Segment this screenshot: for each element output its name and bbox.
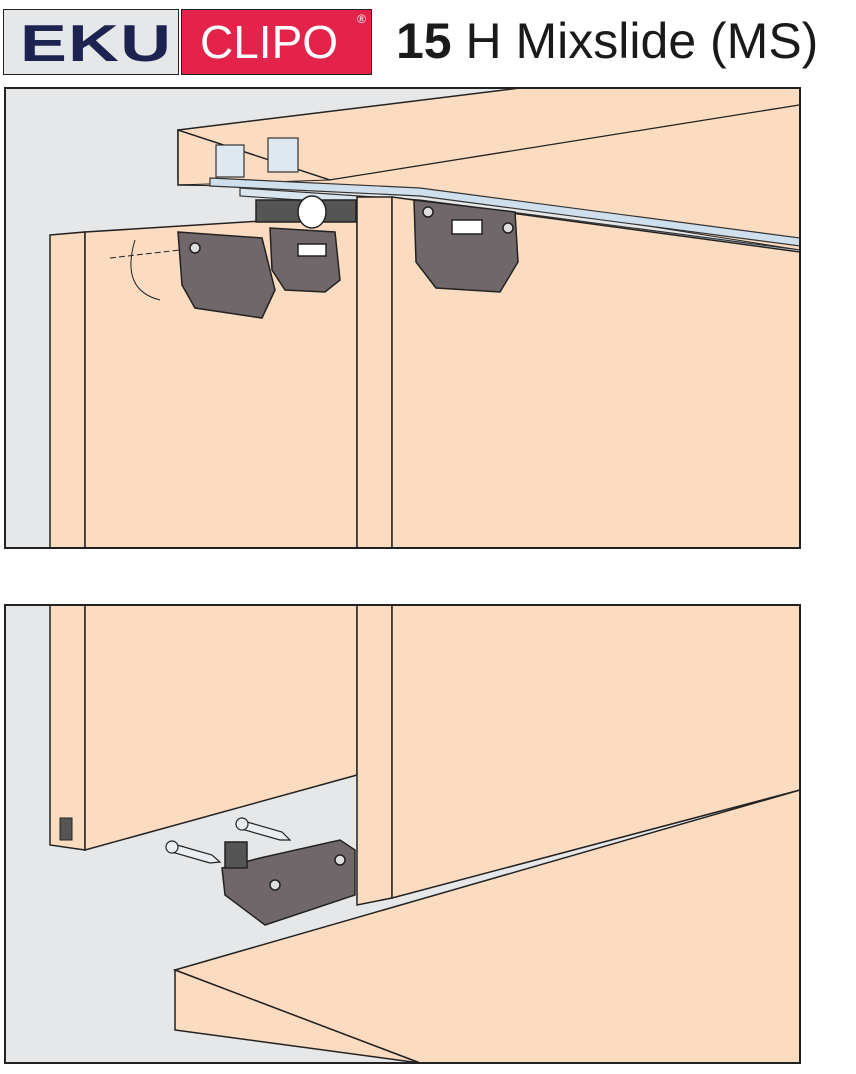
door-fitting-right bbox=[413, 199, 519, 293]
door-fitting-left bbox=[177, 195, 357, 319]
left-door-edge-bottom bbox=[49, 604, 86, 851]
rotation-arrow bbox=[130, 239, 161, 301]
runner-clips bbox=[215, 137, 299, 178]
left-door-edge bbox=[49, 231, 86, 549]
right-door-edge-bottom bbox=[356, 604, 393, 906]
title-text: H Mixslide (MS) bbox=[465, 13, 819, 69]
page-title: 15 H Mixslide (MS) bbox=[396, 12, 818, 70]
eku-logo-text: EKU bbox=[20, 15, 173, 73]
right-door-edge bbox=[356, 196, 393, 549]
registered-mark: ® bbox=[357, 12, 366, 26]
floor-front bbox=[174, 968, 421, 1064]
clipo-logo-text: CLIPO bbox=[200, 16, 339, 68]
top-panel bbox=[4, 87, 801, 549]
bottom-panel bbox=[4, 604, 801, 1064]
floor-guide bbox=[221, 839, 356, 926]
screws bbox=[165, 817, 292, 864]
clipo-logo: CLIPO ® bbox=[181, 9, 372, 75]
title-number: 15 bbox=[396, 13, 452, 69]
eku-logo bbox=[3, 9, 179, 75]
